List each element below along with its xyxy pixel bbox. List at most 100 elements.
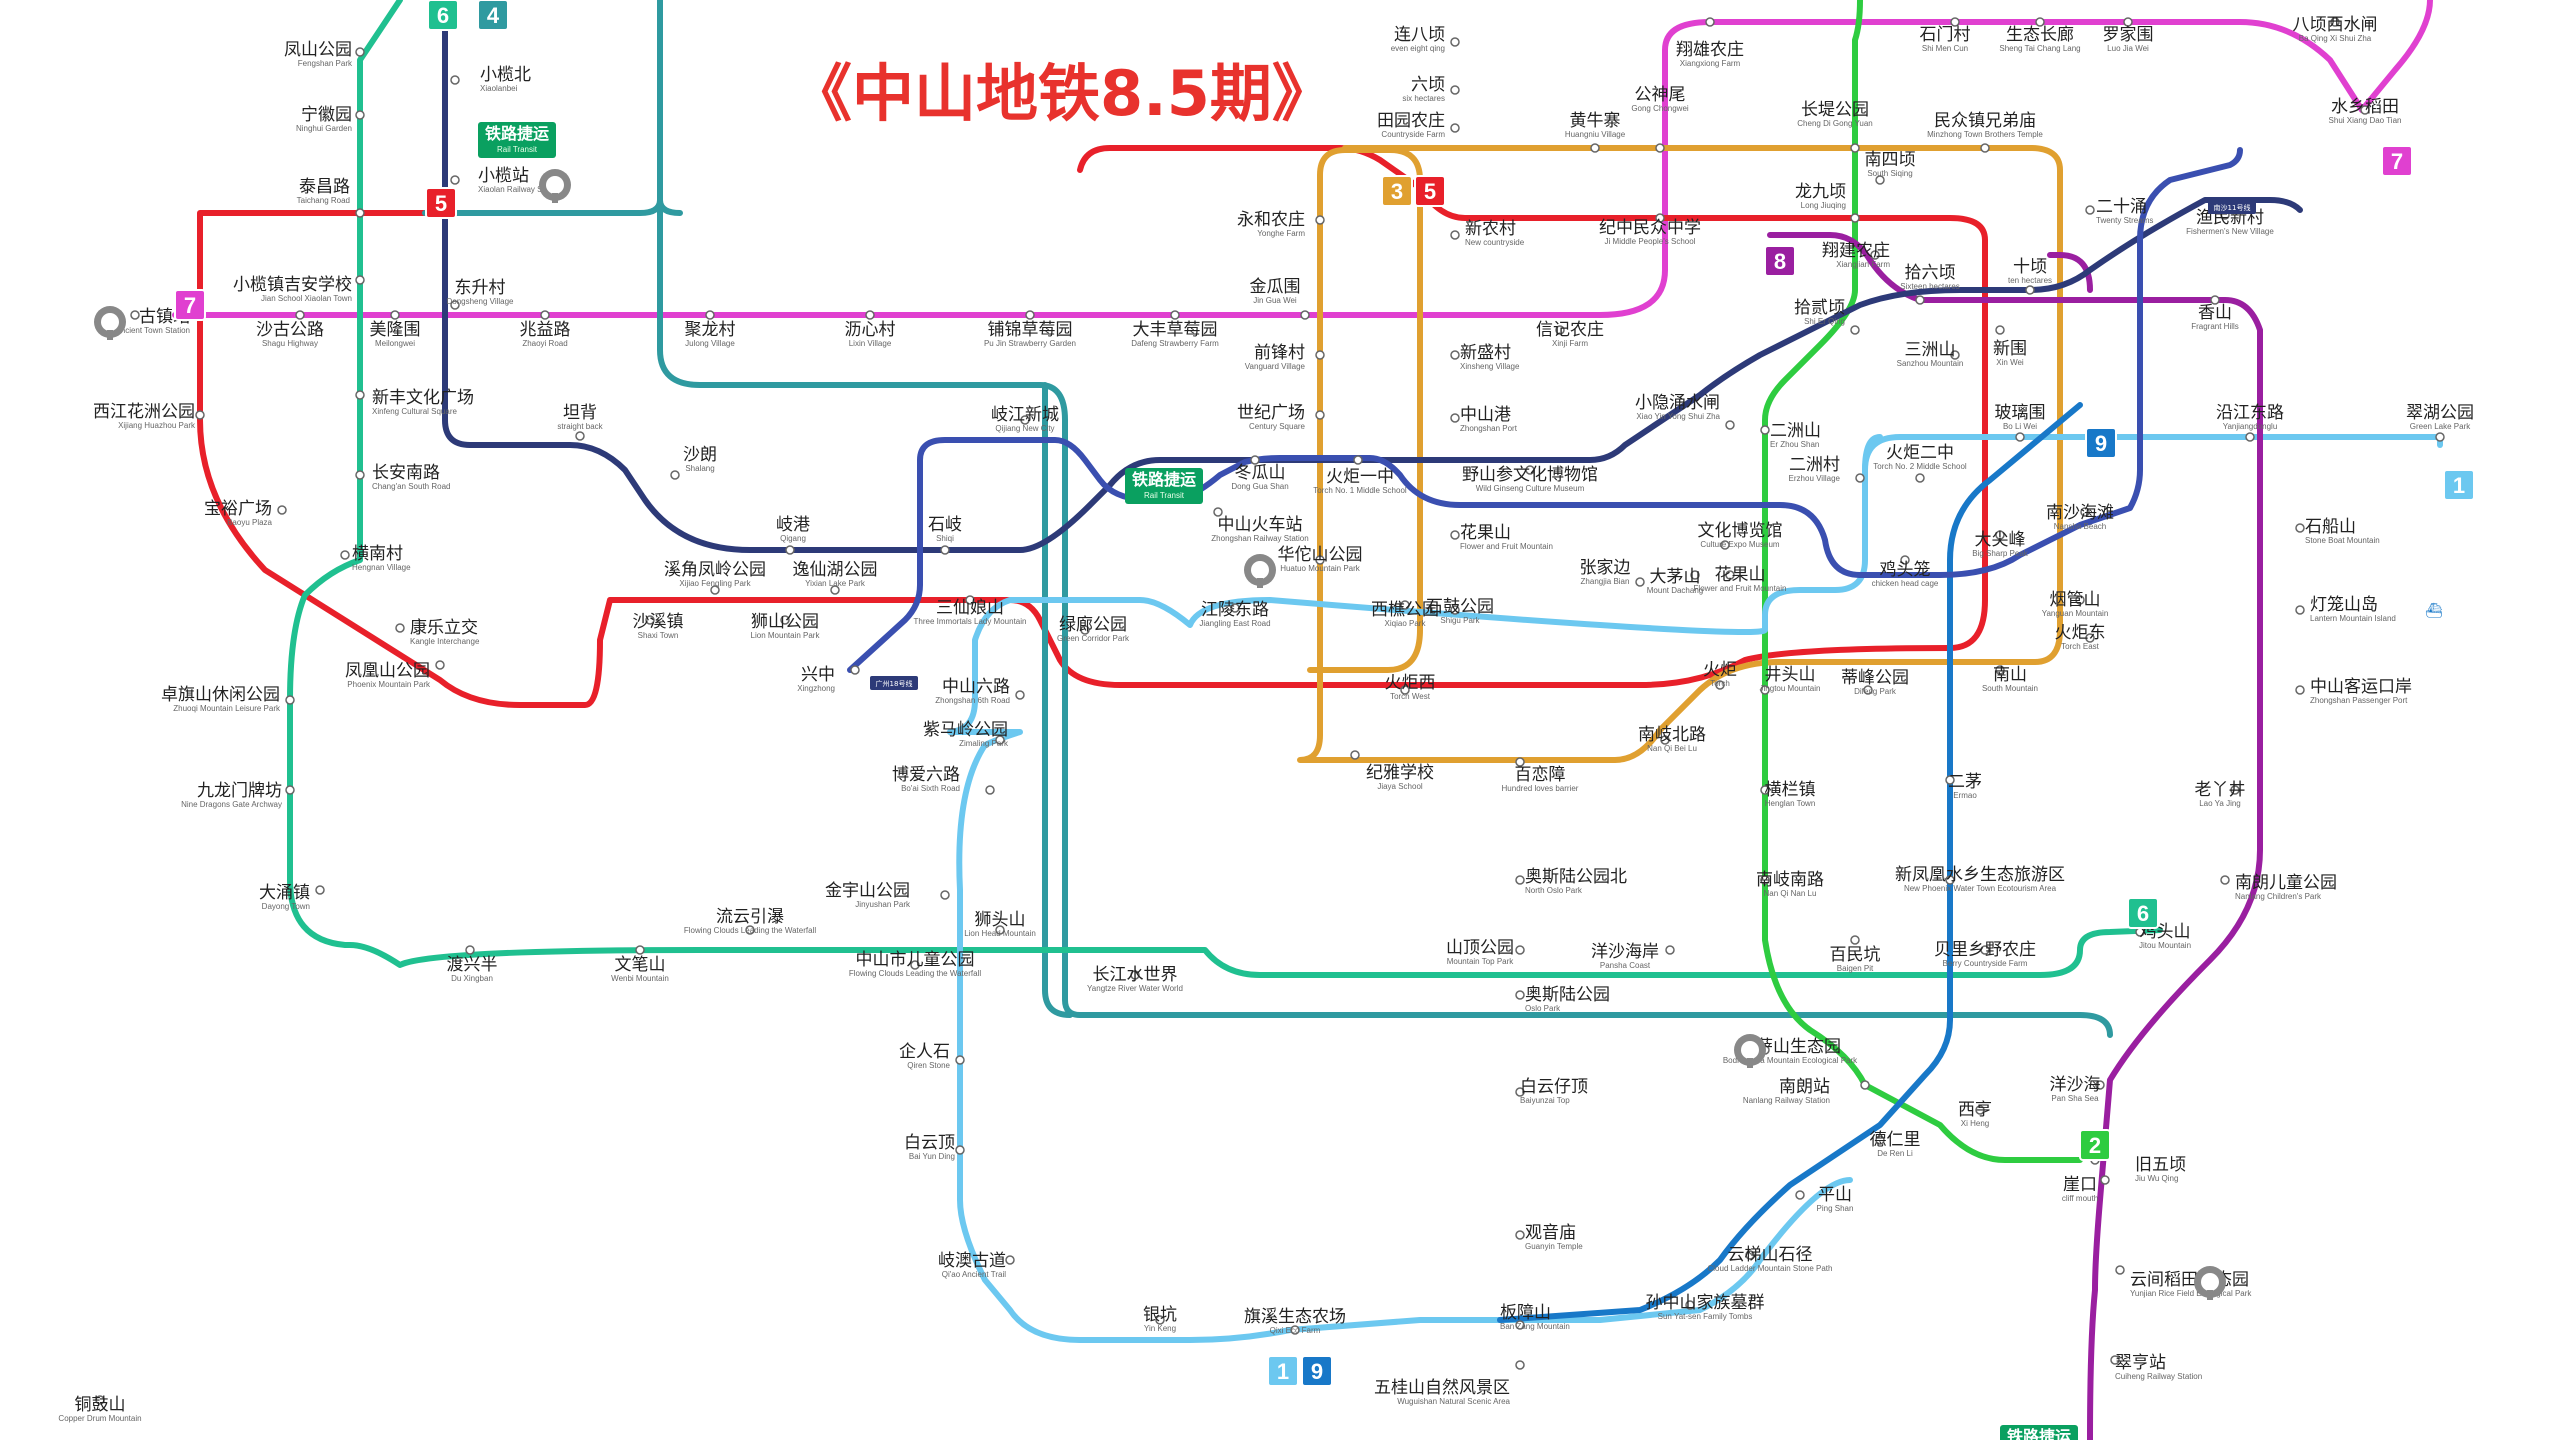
station[interactable]: 逸仙湖公园Yixian Lake Park — [793, 560, 878, 588]
station[interactable]: 云间稻田生态园Yunjian Rice Field Ecological Par… — [2130, 1270, 2252, 1298]
station[interactable]: 石船山Stone Boat Mountain — [2305, 517, 2380, 545]
station[interactable]: 香山Fragrant Hills — [2191, 303, 2239, 331]
station[interactable]: 铺锦草莓园Pu Jin Strawberry Garden — [984, 320, 1076, 348]
station[interactable]: 沿江东路Yanjiangdonglu — [2216, 403, 2284, 431]
station[interactable]: 沙溪镇Shaxi Town — [633, 612, 684, 640]
station[interactable]: 翔建农庄Xiangjian Farm — [1822, 241, 1890, 269]
station[interactable]: 板障山Ban Zang Mountain — [1500, 1303, 1570, 1331]
station[interactable]: 狮山公园Lion Mountain Park — [751, 612, 821, 640]
station[interactable]: 平山Ping Shan — [1817, 1185, 1854, 1213]
station[interactable]: 横南村Hengnan Village — [352, 544, 411, 572]
station[interactable]: 民众镇兄弟庙Minzhong Town Brothers Temple — [1927, 111, 2043, 139]
station[interactable]: 东升村Dongsheng Village — [446, 278, 514, 306]
station[interactable]: 康乐立交Kangle Interchange — [410, 618, 480, 646]
station[interactable]: 凤凰山公园Phoenix Mountain Park — [345, 661, 431, 689]
station[interactable]: 凤山公园Fengshan Park — [284, 40, 353, 68]
station[interactable]: 翠亨站Cuiheng Railway Station — [2115, 1353, 2202, 1381]
station[interactable]: 狮头山Lion Head Mountain — [964, 910, 1036, 938]
station[interactable]: 生态长廊Sheng Tai Chang Lang — [1999, 25, 2080, 53]
station[interactable]: 南沙海滩Nansha Beach — [2046, 503, 2114, 531]
station[interactable]: 德仁里De Ren Li — [1870, 1130, 1921, 1158]
station[interactable]: 岐港Qigang — [776, 515, 810, 543]
station[interactable]: 火炬东Torch East — [2055, 623, 2106, 651]
station[interactable]: 纪雅学校Jiaya School — [1366, 763, 1434, 791]
station[interactable]: 三洲山Sanzhou Mountain — [1897, 340, 1964, 368]
station[interactable]: 烟管山Yanguan Mountain — [2042, 590, 2109, 618]
station[interactable]: 洋沙海Pan Sha Sea — [2050, 1075, 2101, 1103]
station[interactable]: 小榄站Xiaolan Railway Station — [478, 166, 562, 194]
station[interactable]: 大涌镇Dayong Town — [259, 883, 310, 911]
station[interactable]: 南四顷South Siqing — [1865, 150, 1916, 178]
station[interactable]: 中山港Zhongshan Port — [1460, 405, 1518, 433]
station[interactable]: 二洲村Erzhou Village — [1789, 455, 1841, 483]
station[interactable]: 纪中民众中学Ji Middle People's School — [1599, 218, 1701, 246]
station[interactable]: 花果山Flower and Fruit Mountain — [1694, 565, 1787, 593]
station[interactable]: 渡兴半Du Xingban — [447, 955, 498, 983]
station[interactable]: 泰昌路Taichang Road — [297, 177, 350, 205]
station[interactable]: 火炬Torch — [1703, 660, 1737, 688]
station[interactable]: 翠湖公园Green Lake Park — [2406, 403, 2474, 431]
station[interactable]: 华佗山公园Huatuo Mountain Park — [1278, 545, 1363, 573]
station[interactable]: 百民坑Baigen Pit — [1830, 945, 1881, 973]
station[interactable]: 火炬西Torch West — [1385, 673, 1436, 701]
station[interactable]: 二洲山Er Zhou Shan — [1770, 421, 1821, 449]
station[interactable]: 金瓜围Jin Gua Wei — [1250, 277, 1301, 305]
station[interactable]: 旧五顷Jiu Wu Qing — [2135, 1155, 2186, 1183]
station[interactable]: 冬瓜山Dong Gua Shan — [1231, 463, 1288, 491]
station[interactable]: 老丫井Lao Ya Jing — [2195, 780, 2246, 808]
station[interactable]: 西亨Xi Heng — [1958, 1100, 1992, 1128]
station[interactable]: 南山South Mountain — [1982, 665, 2038, 693]
station[interactable]: 银坑Yin Keng — [1143, 1305, 1177, 1333]
station[interactable]: 南岐北路Nan Qi Bei Lu — [1638, 725, 1706, 753]
station[interactable]: 洋沙海岸Pansha Coast — [1591, 942, 1659, 970]
station[interactable]: 罗家围Luo Jia Wei — [2103, 25, 2154, 53]
station[interactable]: 沥心村Lixin Village — [845, 320, 896, 348]
station[interactable]: 聚龙村Julong Village — [685, 320, 736, 348]
station[interactable]: 绿廊公园Green Corridor Park — [1057, 615, 1130, 643]
station[interactable]: 石岐Shiqi — [928, 515, 962, 543]
station[interactable]: 贝里乡野农庄Berry Countryside Farm — [1934, 940, 2036, 968]
station[interactable]: 公神尾Gong Chongwei — [1631, 85, 1689, 113]
station[interactable]: 九龙门牌坊Nine Dragons Gate Archway — [181, 781, 282, 809]
station[interactable]: 中山市儿童公园Flowing Clouds Leading the Waterf… — [849, 950, 981, 978]
station[interactable]: 张家边Zhangjia Bian — [1580, 558, 1631, 586]
station[interactable]: 西樵公园Xiqiao Park — [1371, 600, 1439, 628]
station[interactable]: 六顷six hectares — [1402, 75, 1445, 103]
station[interactable]: 火炬一中Torch No. 1 Middle School — [1313, 467, 1407, 495]
station[interactable]: 兆益路Zhaoyi Road — [520, 320, 571, 348]
station[interactable]: 长江水世界Yangtze River Water World — [1087, 965, 1183, 993]
station[interactable]: 紫马岭公园Zimaling Park — [923, 720, 1009, 748]
station[interactable]: 新围Xin Wei — [1993, 339, 2027, 367]
station[interactable]: 八顷西水闸Ba Qing Xi Shui Zha — [2293, 15, 2378, 43]
station[interactable]: 新农村New countryside — [1465, 219, 1525, 247]
station[interactable]: 文笔山Wenbi Mountain — [611, 955, 669, 983]
station[interactable]: 奥斯陆公园北North Oslo Park — [1525, 867, 1627, 895]
station[interactable]: 百恋障Hundred loves barrier — [1502, 764, 1579, 793]
station[interactable]: 拾六顷Sixteen hectares — [1900, 263, 1960, 291]
station[interactable]: 永和农庄Yonghe Farm — [1237, 210, 1305, 238]
station[interactable]: 连八顷even eight qing — [1391, 25, 1445, 53]
station[interactable]: 大茅山Mount Dachang — [1647, 567, 1703, 595]
station[interactable]: 观音庙Guanyin Temple — [1525, 1223, 1583, 1251]
station[interactable]: 南朗儿童公园Nanlang Children's Park — [2235, 873, 2337, 901]
station[interactable]: 西江花洲公园Xijiang Huazhou Park — [93, 402, 196, 430]
station[interactable]: 小隐涌水闸Xiao Yin Yong Shui Zha — [1635, 393, 1721, 421]
station[interactable]: 大尖峰Big Sharp Peak — [1972, 530, 2029, 558]
station[interactable]: 江陵东路Jiangling East Road — [1199, 600, 1270, 628]
station[interactable]: 企人石Qiren Stone — [899, 1042, 951, 1070]
station[interactable]: 三仙娘山Three Immortals Lady Mountain — [914, 598, 1027, 626]
station[interactable]: 卓旗山休闲公园Zhuoqi Mountain Leisure Park — [161, 685, 281, 713]
station[interactable]: 鸡头笼chicken head cage — [1872, 560, 1939, 588]
station[interactable]: 南朗站Nanlang Railway Station — [1743, 1077, 1830, 1105]
station[interactable]: 小榄镇吉安学校Jian School Xiaolan Town — [233, 275, 352, 303]
station[interactable]: 小榄北Xiaolanbei — [480, 65, 531, 93]
station[interactable]: 崖口cliff mouth — [2062, 1175, 2098, 1203]
station[interactable]: 石门村Shi Men Cun — [1920, 25, 1971, 53]
station[interactable]: 前锋村Vanguard Village — [1245, 343, 1306, 371]
station[interactable]: 信记农庄Xinji Farm — [1536, 320, 1604, 348]
station[interactable]: 流云引瀑Flowing Clouds Leading the Waterfall — [684, 907, 816, 935]
station[interactable]: 旗溪生态农场Qixi Eco Farm — [1244, 1307, 1346, 1335]
station[interactable]: 玻璃围Bo Li Wei — [1995, 403, 2046, 431]
station[interactable]: 世纪广场Century Square — [1237, 403, 1306, 431]
station[interactable]: 山顶公园Mountain Top Park — [1446, 938, 1514, 966]
